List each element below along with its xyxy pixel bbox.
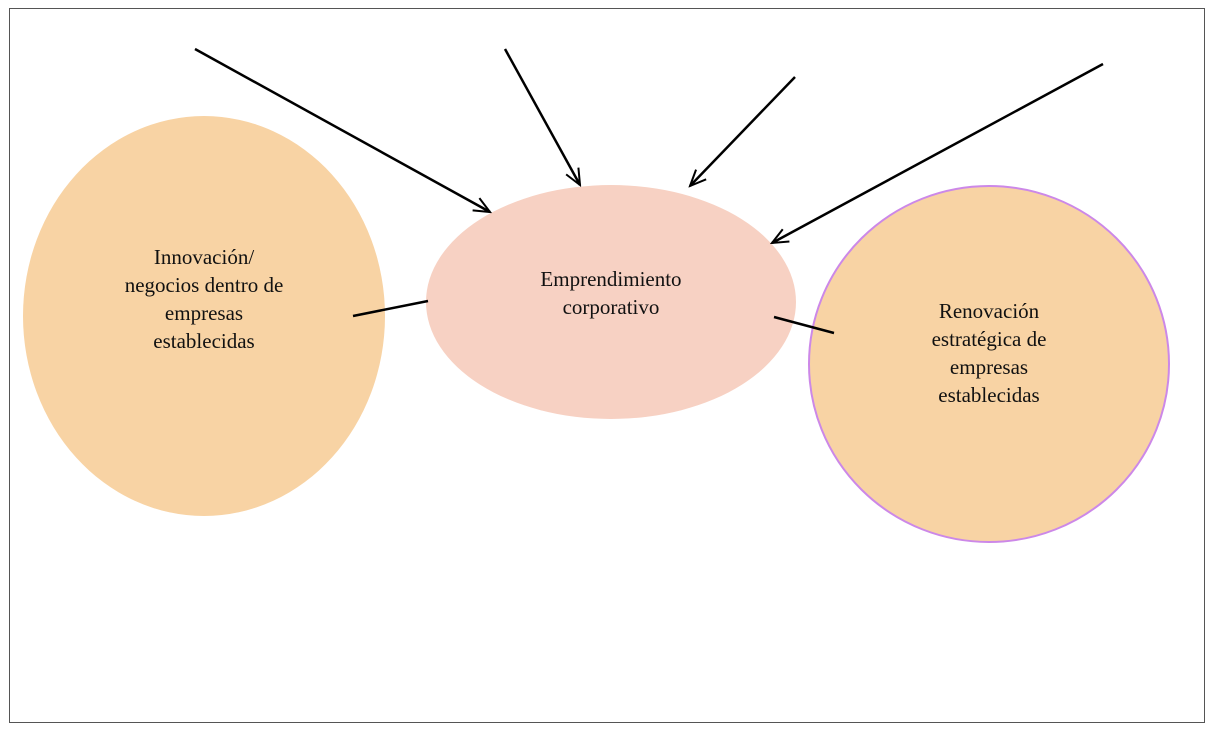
connector-center-right [773, 315, 835, 335]
left-node-line: establecidas [153, 329, 255, 353]
right-node-line: empresas [949, 355, 1029, 379]
arrow-3 [690, 76, 796, 186]
left-node-line: negocios dentro de [124, 273, 284, 297]
right-node-line: Renovación [938, 299, 1040, 323]
connector-left-center [352, 299, 429, 318]
left-node-line: Innovación/ [153, 245, 255, 269]
right-node-line: estratégica de [931, 327, 1047, 351]
center-node-ellipse [426, 185, 796, 419]
right-node-label: Renovación estratégica de empresas estab… [849, 294, 1129, 412]
right-node-ellipse [808, 185, 1170, 543]
arrow-2 [503, 48, 580, 185]
arrow-4 [772, 62, 1104, 243]
center-node-label: Emprendimiento corporativo [471, 263, 751, 323]
arrow-1 [194, 47, 490, 212]
center-node-line: corporativo [562, 295, 660, 319]
center-node-line: Emprendimiento [540, 267, 682, 291]
left-node-line: empresas [164, 301, 244, 325]
left-node-ellipse [23, 116, 385, 516]
left-node-label: Innovación/ negocios dentro de empresas … [64, 226, 344, 372]
right-node-line: establecidas [938, 383, 1040, 407]
